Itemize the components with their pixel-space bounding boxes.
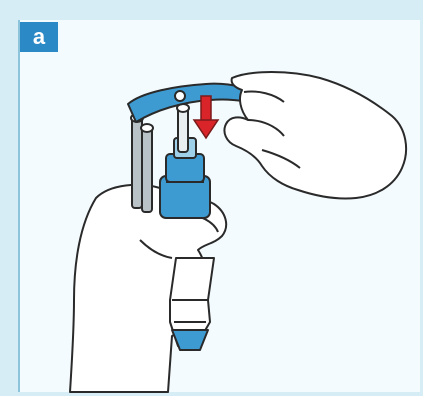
upper-hand <box>224 72 406 199</box>
cartridge-holder <box>170 258 214 350</box>
press-down-arrow <box>194 96 218 138</box>
